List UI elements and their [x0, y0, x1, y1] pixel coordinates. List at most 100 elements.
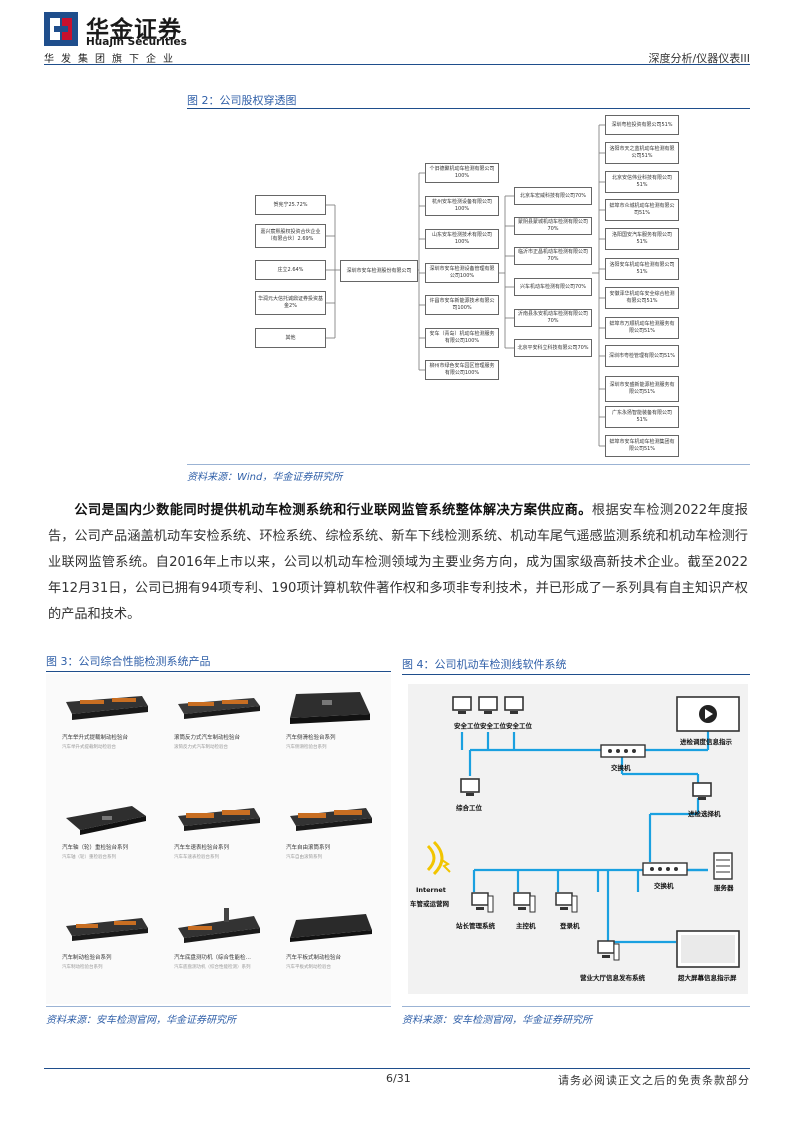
product-subtitle: 汽车自由滚筒系列: [286, 855, 322, 860]
subsidiary-box: 安车（青岛）机动车检测服务有限公司100%: [425, 328, 499, 348]
computer-icon: [471, 892, 494, 913]
subsidiary-box: 杭州安车检测设备有限公司100%: [425, 196, 499, 216]
fig3-caption: 图 3：公司综合性能检测系统产品: [46, 655, 211, 668]
product-subtitle: 汽车车速表检验台系列: [174, 855, 219, 860]
computer-icon: [513, 892, 536, 913]
big-screen-icon: [676, 930, 740, 968]
subsidiary-box: 洛阳市天之蓝机动车检测有限公司51%: [605, 142, 679, 164]
page-number: 6/31: [386, 1072, 411, 1085]
fig2-source-line: [187, 464, 750, 465]
brand-name-en: Huajin Securities: [86, 36, 187, 48]
product-card: 汽车侧滑检验台系列 汽车侧滑检验台系列: [278, 678, 382, 780]
subsidiary-box: 柳州市绿色安车园区管理服务有限公司100%: [425, 360, 499, 380]
product-subtitle: 汽车制动检验台系列: [62, 965, 103, 970]
subsidiary-box: 洛阳安车机动车检测有限公司51%: [605, 258, 679, 280]
subsidiary-box: 广东永扬智能装备有限公司51%: [605, 406, 679, 428]
shareholder-box: 其他: [255, 328, 326, 348]
shareholder-box: 贺宪宁25.72%: [255, 195, 326, 215]
product-subtitle: 汽车侧滑检验台系列: [286, 745, 327, 750]
brand-name-cn: 华金证券: [86, 17, 182, 43]
test-bench-icon: [290, 914, 372, 942]
product-card: 汽车平板式制动检验台 汽车平板式制动检验台: [278, 898, 382, 1000]
product-subtitle: 滚筒反力式汽车制动检验台: [174, 745, 228, 750]
product-subtitle: 汽车轴（轮）重检验台系列: [62, 855, 116, 860]
subsidiary-box: 深圳市粤检管理有限公司51%: [605, 345, 679, 367]
shareholder-box: 华润元大信托诚鼎证券投资基金2%: [255, 291, 326, 315]
shareholder-box: 庄立2.64%: [255, 260, 326, 280]
fig3-source: 资料来源：安车检测官网，华金证券研究所: [46, 1015, 236, 1026]
label-m2: 主控机: [516, 922, 536, 930]
equity-connectors: [326, 124, 605, 447]
label-server: 服务器: [714, 884, 734, 892]
test-bench-icon: [66, 806, 146, 835]
footer-divider: [44, 1068, 750, 1069]
product-name: 汽车侧滑检验台系列: [286, 735, 336, 741]
subsidiary-box: 兴车机动车检测有限公司70%: [514, 278, 592, 296]
company-box: 深圳市安车检测股份有限公司: [340, 260, 418, 282]
subsidiary-box: 蚌埠市安车机动车检测集团有限公司51%: [605, 435, 679, 457]
subsidiary-box: 山东安车检测技术有限公司100%: [425, 229, 499, 249]
product-card: 汽车制动检验台系列 汽车制动检验台系列: [54, 898, 158, 1000]
subsidiary-box: 沂南县永安机动车检测有限公司70%: [514, 309, 592, 327]
product-name: 汽车举升式提载制动检验台: [62, 735, 129, 741]
fig3-source-line: [46, 1006, 391, 1007]
paragraph-lead: 公司是国内少数能同时提供机动车检测系统和行业联网监管系统整体解决方案供应商。: [74, 503, 592, 518]
product-name: 汽车车速表检验台系列: [174, 845, 230, 851]
product-name: 汽车平板式制动检验台: [286, 955, 342, 961]
product-card: 汽车自由滚筒系列 汽车自由滚筒系列: [278, 788, 382, 890]
test-bench-icon: [66, 696, 148, 720]
disclaimer: 请务必阅读正文之后的免责条款部分: [558, 1074, 750, 1087]
test-bench-icon: [66, 918, 148, 941]
subsidiary-box: 北京车宏威科技有限公司70%: [514, 187, 592, 205]
subsidiary-box: 安徽泽华机动车安全综合检测有限公司51%: [605, 287, 679, 309]
product-name: 汽车制动检验台系列: [62, 955, 112, 961]
product-subtitle: 汽车平板式制动检验台: [286, 965, 331, 970]
subsidiary-box: 北京平安科立科技有限公司70%: [514, 339, 592, 357]
product-name: 汽车底盘测功机（综合性能检…: [174, 955, 252, 961]
network-diagram: 安全工位 安全工位 安全工位 综合工位 交换机 进检调度信息指示 进检选择机 交…: [408, 684, 748, 994]
fig3-caption-line: [46, 671, 391, 672]
switch-icon: [600, 744, 646, 758]
label-pub: 营业大厅信息发布系统: [580, 974, 645, 982]
subsidiary-box: 蚌埠市万顺机动车检测服务有限公司51%: [605, 317, 679, 339]
shareholder-box: 嘉兴宸熙股权投资合伙企业（有限合伙）2.69%: [255, 224, 326, 248]
label-net: 车管或运营网: [410, 900, 449, 908]
label-sel: 进检选择机: [688, 810, 721, 818]
label-m3: 登录机: [560, 922, 580, 930]
test-bench-icon: [178, 908, 260, 943]
label-switch1: 交换机: [611, 764, 631, 772]
paragraph-text: 根据安车检测2022年度报告，公司产品涵盖机动车安检系统、环检系统、综检系统、新…: [48, 503, 748, 622]
subsidiary-box: 蚌埠市众城机动车检测有限公司51%: [605, 199, 679, 221]
label-display1: 进检调度信息指示: [680, 738, 732, 746]
test-bench-icon: [178, 808, 260, 831]
server-icon: [713, 852, 733, 880]
computer-icon: [555, 892, 578, 913]
product-card: 汽车轴（轮）重检验台系列 汽车轴（轮）重检验台系列: [54, 788, 158, 890]
label-internet: Internet: [416, 886, 446, 894]
fig4-source: 资料来源：安车检测官网，华金证券研究所: [402, 1015, 592, 1026]
subsidiary-box: 蒙阴县蒙城机动车检测有限公司70%: [514, 217, 592, 235]
subsidiary-box: 临沂市正昌机动车检测有限公司70%: [514, 247, 592, 265]
label-switch2: 交换机: [654, 882, 674, 890]
product-name: 滚筒反力式汽车制动检验台: [174, 735, 241, 741]
report-category: 深度分析/仪器仪表III: [648, 52, 750, 65]
fig4-caption-line: [402, 674, 750, 675]
subsidiary-box: 深圳市安盛新能源检测服务有限公司51%: [605, 376, 679, 402]
label-ws4: 综合工位: [456, 804, 482, 812]
product-card: 汽车底盘测功机（综合性能检… 汽车底盘测功机（综合性能检测）系列: [166, 898, 270, 1000]
subsidiary-box: 洛阳国安汽车服务有限公司51%: [605, 228, 679, 250]
test-bench-icon: [290, 808, 372, 831]
product-card: 汽车举升式提载制动检验台 汽车举升式提载制动检验台: [54, 678, 158, 780]
product-subtitle: 汽车底盘测功机（综合性能检测）系列: [174, 965, 251, 970]
header-divider: [44, 64, 750, 65]
equity-chart: 贺宪宁25.72% 嘉兴宸熙股权投资合伙企业（有限合伙）2.69% 庄立2.64…: [187, 110, 750, 462]
label-ws3: 安全工位: [506, 722, 532, 730]
computer-icon: [597, 940, 620, 961]
switch-icon: [642, 862, 688, 876]
subsidiary-box: 北京安信伟业科技有限公司51%: [605, 171, 679, 193]
product-name: 汽车轴（轮）重检验台系列: [62, 845, 129, 851]
body-paragraph: 公司是国内少数能同时提供机动车检测系统和行业联网监管系统整体解决方案供应商。根据…: [48, 498, 748, 628]
product-card: 滚筒反力式汽车制动检验台 滚筒反力式汽车制动检验台: [166, 678, 270, 780]
label-ws2: 安全工位: [480, 722, 506, 730]
wireless-icon: [426, 840, 451, 876]
